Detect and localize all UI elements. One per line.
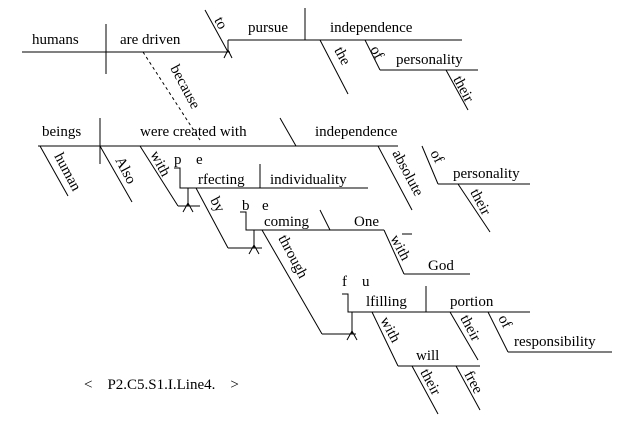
s2-ger2-complement: One — [354, 214, 379, 230]
s2-ger1-p: p — [174, 152, 182, 168]
s2-adv-also: Also — [111, 154, 138, 187]
s2-ger3-f: f — [342, 274, 347, 290]
s2-ger1-rest: rfecting — [198, 172, 245, 188]
s2-ger2-e: e — [262, 198, 269, 214]
s2-prep-of-line — [421, 145, 439, 185]
s2-ger2-complement-slash — [319, 209, 331, 231]
s2-with3-object: will — [416, 348, 439, 364]
s2-free-line — [455, 365, 481, 411]
s2-prep-through: through — [274, 232, 310, 281]
s1-mod-the-line — [319, 39, 349, 95]
s2-their2-line — [449, 311, 479, 361]
s2-ger3-step — [342, 293, 364, 313]
s1-poss-their: their — [449, 73, 476, 105]
s1-inf-foot — [223, 48, 233, 59]
s2-ger3-u: u — [362, 274, 370, 290]
s1-of-object: personality — [396, 52, 463, 68]
s2-ger2-b: b — [242, 198, 250, 214]
s2-subject: beings — [42, 124, 81, 140]
s1-verb: are driven — [120, 32, 181, 48]
s2-prep-by: by — [206, 194, 227, 215]
s2-adj-human: human — [50, 150, 84, 194]
s2-ger3-rest: lfilling — [366, 294, 407, 310]
s2-ger1-e: e — [196, 152, 203, 168]
s2-absolute-line — [377, 145, 413, 211]
s2-by-line — [195, 187, 229, 249]
s2-object: independence — [315, 124, 398, 140]
s2-of2-line — [487, 311, 509, 353]
s2-ger2-step — [240, 211, 262, 231]
s2-human-line — [39, 145, 69, 197]
s2-verb-object-slash — [279, 117, 297, 147]
s1-subject: humans — [32, 32, 79, 48]
line-reference-caption: < P2.C5.S1.I.Line4. > — [84, 377, 239, 393]
s1-prep-of: of — [366, 43, 386, 62]
s2-with2-object: God — [428, 258, 454, 274]
s1-their-line — [445, 69, 469, 111]
s2-prep-of2: of — [494, 312, 514, 331]
s1-object: independence — [330, 20, 413, 36]
s2-ger2-foot — [248, 243, 260, 255]
s1-inf-marker: to — [210, 14, 230, 32]
s2-their3-line — [411, 365, 439, 415]
s2-also-line — [99, 145, 133, 203]
s2-of-object: personality — [453, 166, 520, 182]
s2-prep-with: with — [146, 148, 173, 179]
s2-of2-object: responsibility — [514, 334, 596, 350]
s2-through-line — [261, 229, 323, 335]
s1-inf-diagonal — [204, 9, 229, 53]
s2-with-line — [139, 145, 179, 207]
s2-ger1-object: individuality — [270, 172, 347, 188]
s2-prep-with2: with — [386, 232, 413, 263]
s2-their-line — [457, 183, 491, 233]
s2-ger3-object: portion — [450, 294, 494, 310]
s2-verb: were created with — [140, 124, 247, 140]
s1-connector: because — [166, 62, 203, 112]
s2-ger2-rest: coming — [264, 214, 309, 230]
s2-ger1-foot — [182, 201, 194, 213]
s1-inf-verb: pursue — [248, 20, 288, 36]
s2-poss-their2: their — [456, 312, 483, 344]
s1-mod-the: the — [330, 44, 353, 68]
s2-adj-free: free — [460, 368, 485, 396]
s2-with3-line — [371, 311, 399, 367]
s2-ger1-step — [174, 167, 200, 189]
s2-with2-line — [383, 229, 405, 275]
s1-prep-of-line — [364, 39, 381, 71]
s2-ger3-foot — [346, 329, 358, 341]
s2-adj-absolute: absolute — [388, 147, 426, 199]
